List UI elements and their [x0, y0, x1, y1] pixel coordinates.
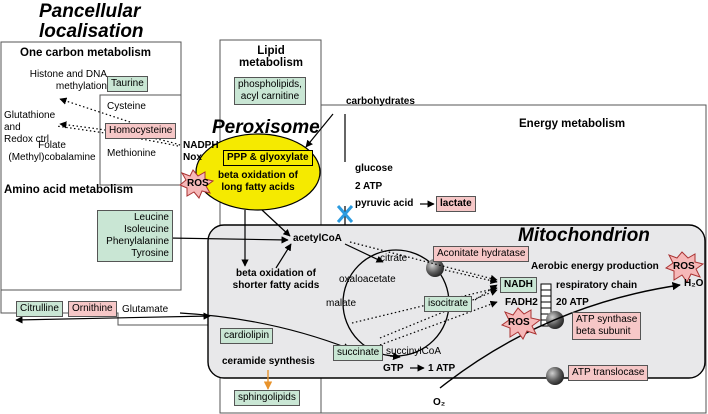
- aconitate-sphere: [426, 259, 444, 277]
- arrow-carb-ppp: [305, 113, 334, 148]
- arrow-o2-h2o: [439, 281, 681, 389]
- tag-isocitrate: isocitrate: [424, 296, 473, 312]
- dotted-arrows-nadh: [349, 241, 498, 346]
- label-pyruvic: pyruvic acid: [355, 198, 414, 209]
- tag-phospholipids: phospholipids, acyl carnitine: [234, 77, 306, 105]
- tag-nadh: NADH: [500, 277, 537, 293]
- sulfur-amino-box: [99, 94, 182, 186]
- heading-one-carbon: One carbon metabolism: [20, 47, 152, 59]
- arrow-beta-short-acetylcoa: [275, 243, 292, 269]
- label-20atp: 20 ATP: [556, 297, 589, 308]
- label-carbohydrates: carbohydrates: [346, 96, 415, 107]
- label-cysteine: Cysteine: [107, 101, 146, 112]
- heading-lipid: Lipid metabolism: [239, 45, 303, 69]
- ros-label-peroxisome: ROS: [187, 178, 209, 189]
- label-fadh2: FADH2: [505, 297, 538, 308]
- label-succinylcoa: succinylCoA: [386, 346, 442, 357]
- arrow-glutamate-succinate: [179, 312, 351, 351]
- heading-amino-acid: Amino acid metabolism: [4, 184, 134, 196]
- ros-burst-peroxisome: [179, 169, 215, 199]
- label-gtp: GTP: [383, 363, 404, 374]
- arrow-perox-acetylcoa: [261, 209, 291, 237]
- tag-lactate: lactate: [436, 196, 476, 212]
- atp-translocase-sphere: [546, 367, 564, 385]
- krebs-cycle-arrow: [389, 352, 401, 361]
- tag-atp-synthase: ATP synthase beta subunit: [572, 312, 642, 340]
- tag-amino-acids: Leucine Isoleucine Phenylalanine Tyrosin…: [97, 210, 173, 262]
- label-beta-long: beta oxidation of long fatty acids: [218, 170, 298, 193]
- tag-aconitate: Aconitate hydratase: [433, 246, 530, 262]
- title-mitochondrion: Mitochondrion: [518, 225, 650, 246]
- label-glutathione: Glutathione and Redox ctrl: [4, 110, 56, 145]
- label-histone: Histone and DNA methylation: [29, 69, 107, 92]
- label-h2o: H₂O: [684, 278, 704, 289]
- title-peroxisome: Peroxisome: [212, 117, 320, 138]
- arrow-citrulline-ornithine: [15, 312, 211, 324]
- ros-burst-chain: [500, 307, 542, 340]
- tag-homocysteine: Homocysteine: [105, 123, 177, 139]
- label-nadph-nox: NADPH Nox: [183, 140, 219, 163]
- arrow-acetylcoa-citrate: [344, 243, 384, 263]
- tag-cardiolipin: cardiolipin: [220, 328, 274, 344]
- label-acetylcoa: acetylCoA: [293, 233, 342, 244]
- label-methionine: Methionine: [107, 148, 156, 159]
- tag-ppp-glyoxylate: PPP & glyoxylate: [223, 150, 313, 166]
- tag-succinate: succinate: [333, 345, 384, 361]
- label-respiratory-chain: respiratory chain: [556, 280, 638, 291]
- tag-taurine: Taurine: [107, 76, 148, 92]
- label-citrate: citrate: [380, 253, 408, 264]
- tag-citrulline: Citrulline: [16, 301, 63, 317]
- ros-label-chain: ROS: [508, 317, 530, 328]
- label-ceramide: ceramide synthesis: [222, 356, 315, 367]
- blocked-x-marker: [336, 205, 354, 223]
- arrow-homocys-histone: [59, 97, 131, 123]
- label-malate: malate: [326, 298, 357, 309]
- title-pancellular: Pancellular localisation: [39, 1, 144, 42]
- label-glutamate: Glutamate: [122, 304, 169, 315]
- ros-burst-mito: [664, 251, 705, 283]
- label-glucose: glucose: [355, 163, 393, 174]
- tag-sphingolipids: sphingolipids: [234, 390, 300, 406]
- label-2atp: 2 ATP: [355, 181, 383, 192]
- arrow-amino-acetylcoa: [167, 236, 289, 244]
- label-1atp: 1 ATP: [428, 363, 456, 374]
- heading-energy: Energy metabolism: [519, 118, 626, 130]
- label-oxaloacetate: oxaloacetate: [339, 274, 396, 285]
- tag-atp-translocase: ATP translocase: [568, 365, 649, 381]
- label-o2: O₂: [433, 397, 446, 408]
- ros-label-mito: ROS: [673, 261, 695, 272]
- label-beta-short: beta oxidation of shorter fatty acids: [232, 268, 320, 291]
- label-folate: Folate (Methyl)cobalamine: [8, 140, 96, 163]
- label-aerobic: Aerobic energy production: [531, 261, 659, 272]
- tag-ornithine: Ornithine: [68, 301, 117, 317]
